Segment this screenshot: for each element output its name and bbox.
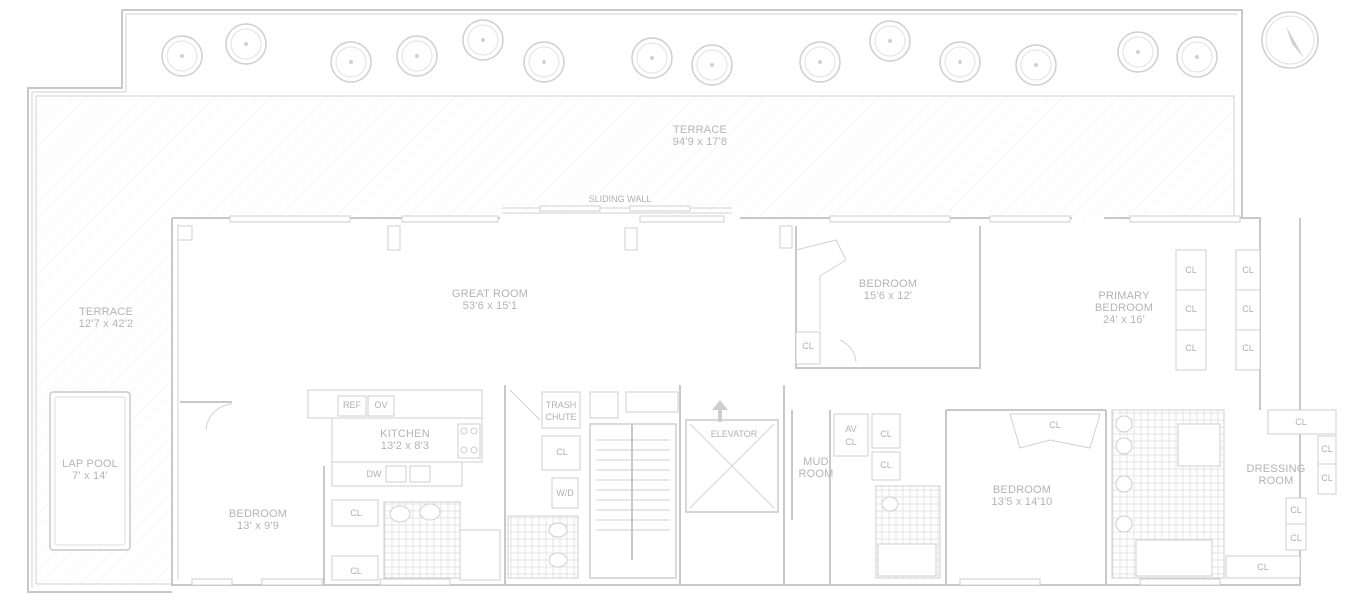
closet-label: CL — [880, 429, 892, 439]
room-name: TERRACE — [673, 124, 727, 136]
closet-label: CL — [350, 508, 362, 518]
closet-label: CL — [1185, 304, 1197, 314]
elevator-label: ELEVATOR — [710, 429, 758, 439]
room-name: KITCHEN — [380, 428, 430, 440]
room-name-line2: ROOM — [798, 468, 834, 480]
oven-label: OV — [374, 400, 388, 410]
closet-label: CL — [1049, 420, 1061, 430]
interior-partitions — [180, 385, 1337, 585]
room-dimensions: 13'2 x 8'3 — [380, 440, 430, 452]
closet-label: CL — [1185, 343, 1197, 353]
room-name: BEDROOM — [992, 484, 1052, 496]
room-dimensions: 7' x 14' — [72, 470, 108, 482]
room-name: BEDROOM — [858, 278, 918, 290]
closet-label: CL — [1242, 304, 1254, 314]
planter-trees — [161, 19, 1218, 86]
room-name-line2: ROOM — [1258, 475, 1294, 487]
tree-icon — [869, 20, 911, 62]
tree-icon — [939, 41, 981, 83]
room-dimensions: 94'9 x 17'8 — [672, 136, 728, 148]
room-dimensions: 15'6 x 12' — [863, 290, 913, 302]
terrace-surface — [36, 96, 1234, 585]
closet-label: CL — [556, 447, 568, 457]
outer-walls — [27, 9, 1243, 593]
room-dimensions: 13' x 9'9 — [236, 520, 280, 532]
av-label: AV — [845, 424, 857, 434]
sink-icon — [419, 503, 441, 521]
room-bedroom-se: BEDROOM 13'5 x 14'10 — [962, 484, 1082, 508]
closet-label: CL — [350, 566, 362, 576]
toilet-icon — [389, 505, 411, 523]
compass-icon — [1261, 11, 1319, 69]
tree-icon — [799, 41, 841, 83]
tree-icon — [462, 19, 504, 61]
room-dimensions: 53'6 x 15'1 — [462, 300, 518, 312]
closet-label: CL — [1295, 417, 1307, 427]
room-name-line1: DRESSING — [1246, 463, 1306, 475]
closet-label: CL — [1257, 562, 1269, 572]
room-mud-room: MUD ROOM — [790, 456, 842, 480]
tree-icon — [161, 35, 203, 77]
sink-icon — [385, 465, 407, 483]
room-dimensions: 24' x 16' — [1102, 314, 1146, 326]
room-dimensions: 12'7 x 42'2 — [78, 318, 134, 330]
closet-label: CL — [1242, 265, 1254, 275]
arrow-up-icon — [712, 400, 728, 422]
room-bedroom-sw: BEDROOM 13' x 9'9 — [200, 508, 316, 532]
tree-icon — [691, 44, 733, 86]
tree-icon — [523, 41, 565, 83]
tree-icon — [396, 35, 438, 77]
room-kitchen: KITCHEN 13'2 x 8'3 — [350, 428, 460, 452]
bedroom-north-walls — [795, 226, 981, 369]
closet-label: CL — [1321, 473, 1333, 483]
tree-icon — [1176, 36, 1218, 78]
kitchen-fixtures — [307, 389, 483, 487]
room-bedroom-north: BEDROOM 15'6 x 12' — [828, 278, 948, 302]
room-great-room: GREAT ROOM 53'6 x 15'1 — [430, 288, 550, 312]
room-terrace-left: TERRACE 12'7 x 42'2 — [46, 306, 166, 330]
room-name: GREAT ROOM — [451, 288, 529, 300]
room-name-line2: BEDROOM — [1094, 302, 1154, 314]
interior-envelope — [171, 205, 1301, 586]
bathtub-icon — [877, 543, 937, 577]
room-name-line1: MUD — [803, 456, 829, 468]
closet-label: CL — [1242, 343, 1254, 353]
trash-chute-label-line1: TRASH — [545, 400, 577, 410]
closet-label: CL — [1290, 533, 1302, 543]
room-primary-bedroom: PRIMARY BEDROOM 24' x 16' — [1064, 290, 1184, 326]
tree-icon — [631, 37, 673, 79]
closet-label: CL — [802, 341, 814, 351]
room-dimensions: 13'5 x 14'10 — [991, 496, 1053, 508]
closet-label: CL — [1185, 265, 1197, 275]
sliding-wall-label: SLIDING WALL — [588, 194, 652, 204]
lap-pool — [49, 391, 131, 551]
room-name: LAP POOL — [62, 458, 118, 470]
room-name: BEDROOM — [228, 508, 288, 520]
trash-chute-label-line2: CHUTE — [545, 412, 577, 422]
tree-icon — [1117, 31, 1159, 73]
tree-icon — [330, 41, 372, 83]
room-dressing-room: DRESSING ROOM — [1236, 463, 1316, 487]
ref-label: REF — [343, 400, 361, 410]
room-terrace-top: TERRACE 94'9 x 17'8 — [640, 124, 760, 148]
room-lap-pool: LAP POOL 7' x 14' — [40, 458, 140, 482]
tree-icon — [1015, 44, 1057, 86]
closet-label: CL — [845, 437, 857, 447]
room-name: TERRACE — [79, 306, 133, 318]
dishwasher-label: DW — [366, 469, 382, 479]
washer-dryer-label: W/D — [556, 488, 574, 498]
closet-label: CL — [1290, 505, 1302, 515]
closet-label: CL — [1321, 444, 1333, 454]
tree-icon — [225, 23, 267, 65]
room-name-line1: PRIMARY — [1098, 290, 1150, 302]
primary-closets — [1175, 249, 1261, 371]
closet-label: CL — [880, 460, 892, 470]
